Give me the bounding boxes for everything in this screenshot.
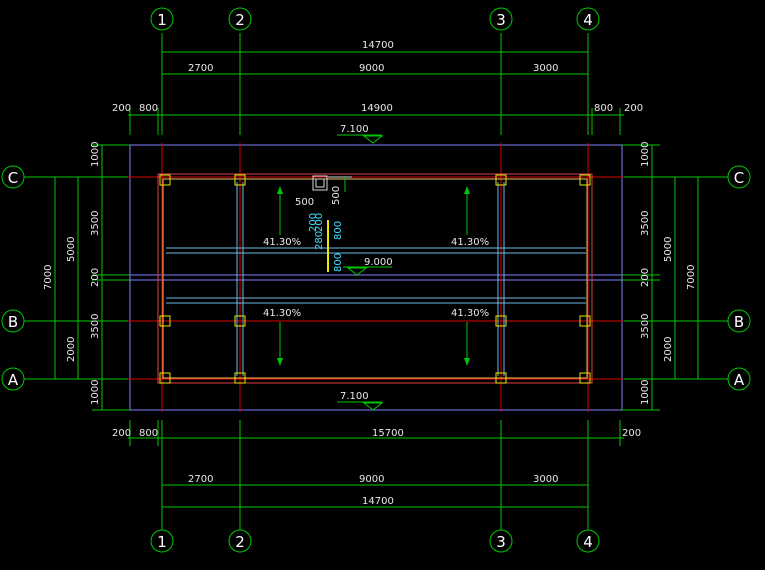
axis-label-top-3: 3 — [496, 11, 506, 29]
left-dim-seg-2: 3500 — [90, 211, 101, 236]
left-dim-mid-2: 2000 — [66, 337, 77, 362]
bottom-overall-dim: 14700 — [362, 496, 394, 507]
left-dimension-lines — [24, 144, 130, 411]
gutter-dim-e: 800 — [333, 253, 344, 272]
axis-bubbles-bottom: 1 2 3 4 — [150, 529, 600, 553]
bottom-bay-dim-2: 9000 — [359, 474, 384, 485]
beam-inner — [162, 178, 588, 379]
right-dimension-lines — [622, 144, 728, 411]
top-edge-dim-2: 800 — [139, 103, 158, 114]
right-dim-mid-2: 2000 — [663, 337, 674, 362]
svg-text:7.100: 7.100 — [340, 391, 369, 402]
axis-label-top-4: 4 — [583, 11, 593, 29]
slope-label-4: 41.30% — [451, 308, 489, 319]
axis-label-top-1: 1 — [157, 11, 167, 29]
opening-height: 500 — [331, 186, 342, 205]
top-edge-dim-3: 800 — [594, 103, 613, 114]
elevation-middle: 9.000 — [343, 257, 393, 276]
grid-lines — [128, 143, 624, 412]
axis-label-left-A: A — [8, 371, 19, 389]
elevation-bottom: 7.100 — [337, 391, 384, 411]
gutter-dim-d: 200 — [308, 213, 319, 232]
gutter-dim-b: 800 — [333, 221, 344, 240]
slope-label-3: 41.30% — [263, 308, 301, 319]
slope-arrows — [277, 186, 470, 366]
top-dimension-lines — [128, 33, 624, 135]
axis-label-right-B: B — [734, 313, 744, 331]
beam-outer — [157, 173, 593, 384]
bottom-bay-dim-1: 2700 — [188, 474, 213, 485]
right-dim-overall: 7000 — [686, 265, 697, 290]
slope-label-1: 41.30% — [263, 237, 301, 248]
columns — [159, 174, 591, 384]
right-dim-seg-2: 3500 — [640, 211, 651, 236]
bottom-bay-dim-3: 3000 — [533, 474, 558, 485]
top-span-dim: 14900 — [361, 103, 393, 114]
axis-label-bottom-4: 4 — [583, 533, 593, 551]
right-dim-seg-4: 3500 — [640, 314, 651, 339]
elevation-top: 7.100 — [337, 124, 384, 144]
slope-label-2: 41.30% — [451, 237, 489, 248]
top-bay-dim-2: 9000 — [359, 63, 384, 74]
top-edge-dim-4: 200 — [624, 103, 643, 114]
top-overall-dim: 14700 — [362, 40, 394, 51]
axis-label-right-A: A — [734, 371, 745, 389]
right-dim-mid-1: 5000 — [663, 237, 674, 262]
bottom-dimension-lines — [128, 420, 624, 530]
top-edge-dim-1: 200 — [112, 103, 131, 114]
axis-label-bottom-3: 3 — [496, 533, 506, 551]
bottom-edge-dim-3: 200 — [622, 428, 641, 439]
right-dim-seg-1: 1000 — [640, 142, 651, 167]
gutter-dim-a: 200 — [314, 213, 325, 232]
opening-width: 500 — [295, 197, 314, 208]
axis-bubbles-right: C B A — [727, 165, 751, 391]
left-dim-seg-3: 200 — [90, 268, 101, 287]
roof-opening-inner — [315, 178, 325, 188]
right-dim-seg-3: 200 — [640, 268, 651, 287]
left-dim-seg-1: 1000 — [90, 142, 101, 167]
axis-bubbles-left: C B A — [1, 165, 25, 391]
right-dim-seg-5: 1000 — [640, 380, 651, 405]
roof-outline — [129, 144, 623, 411]
axis-label-bottom-1: 1 — [157, 533, 167, 551]
bottom-span-dim: 15700 — [372, 428, 404, 439]
gutter-dim-c: 280 — [314, 231, 325, 250]
axis-label-right-C: C — [734, 169, 744, 187]
bottom-edge-dim-2: 800 — [139, 428, 158, 439]
left-dim-seg-5: 1000 — [90, 380, 101, 405]
sub-beams — [166, 182, 586, 376]
axis-label-top-2: 2 — [235, 11, 245, 29]
left-dim-mid-1: 5000 — [66, 237, 77, 262]
axis-bubbles-top: 1 2 3 4 — [150, 7, 600, 31]
top-bay-dim-1: 2700 — [188, 63, 213, 74]
left-dim-seg-4: 3500 — [90, 314, 101, 339]
svg-text:9.000: 9.000 — [364, 257, 393, 268]
axis-label-left-C: C — [8, 169, 18, 187]
axis-label-bottom-2: 2 — [235, 533, 245, 551]
svg-text:7.100: 7.100 — [340, 124, 369, 135]
roof-opening — [312, 175, 328, 191]
axis-label-left-B: B — [8, 313, 18, 331]
top-bay-dim-3: 3000 — [533, 63, 558, 74]
left-dim-overall: 7000 — [43, 265, 54, 290]
bottom-edge-dim-1: 200 — [112, 428, 131, 439]
